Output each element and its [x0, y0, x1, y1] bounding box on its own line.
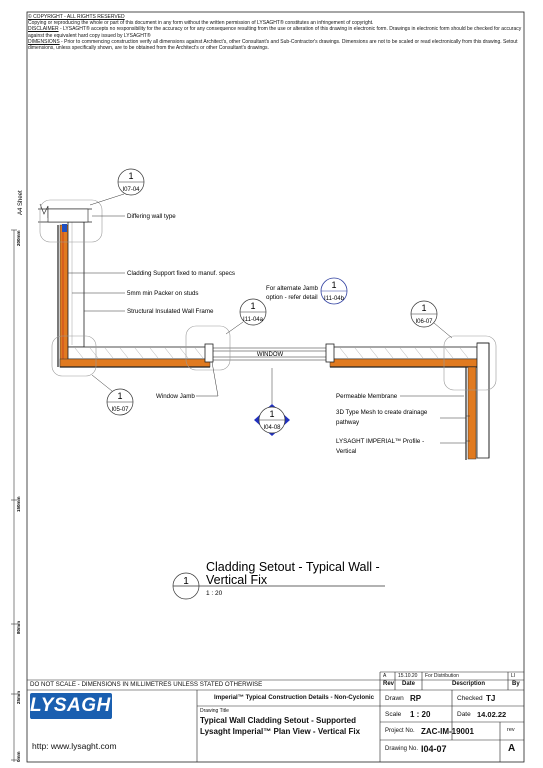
label-packer: 5mm min Packer on studs [127, 290, 199, 297]
callout-ref: I05-07 [111, 407, 129, 413]
notes-block: © COPYRIGHT - ALL RIGHTS RESERVED Copyin… [28, 14, 528, 51]
disclaimer-heading: DISCLAIMER [28, 26, 59, 33]
series-title: Imperial™ Typical Construction Details -… [214, 694, 375, 701]
logo-underline [31, 715, 111, 719]
callout-ref: I06-07 [415, 319, 433, 325]
wall-left [38, 203, 92, 368]
callout-i05-07: 1 I05-07 [91, 374, 134, 416]
label-window-jamb: Window Jamb [156, 393, 195, 400]
label-mesh-2: pathway [336, 419, 360, 426]
checked-label: Checked [457, 695, 483, 702]
callout-ref: I04-08 [263, 425, 281, 431]
callout-i06-07: 1 I06-07 [410, 300, 453, 339]
project-value: ZAC-IM-19001 [421, 727, 474, 736]
callout-num: 1 [269, 409, 274, 419]
date-label: Date [457, 711, 471, 718]
rev-header-by: By [512, 681, 520, 687]
sheet-label: A4 Sheet [18, 190, 24, 215]
dimensions-heading: DIMENSIONS [28, 38, 60, 45]
ruler-80: 80mm [16, 621, 21, 634]
wall-right [465, 342, 490, 460]
wall-horizontal [59, 346, 481, 368]
drawing-title-line2: Lysaght Imperial™ Plan View - Vertical F… [200, 727, 361, 736]
detail-title-line1: Cladding Setout - Typical Wall - [206, 560, 380, 574]
callout-num: 1 [331, 280, 336, 290]
drawing-title-line1: Typical Wall Cladding Setout - Supported [200, 716, 356, 725]
rev-row-desc: For Distribution [425, 673, 459, 679]
window-opening: WINDOW [204, 343, 335, 363]
callout-i07-04: 1 I07-04 [89, 168, 145, 206]
rev-row-rev: A [383, 673, 387, 679]
drawn-value: RP [410, 694, 422, 703]
ruler-25: 25mm [16, 691, 21, 704]
callout-ref: I11-04b [324, 296, 345, 302]
sheet-border [26, 11, 525, 763]
window-label: WINDOW [257, 352, 284, 358]
label-alt-jamb-2: option - refer detail [266, 294, 318, 301]
label-profile-2: Vertical [336, 448, 356, 455]
scale-value: 1 : 20 [410, 710, 431, 719]
callout-num: 1 [128, 171, 133, 181]
project-label: Project No. [385, 728, 415, 734]
drawn-label: Drawn [385, 695, 404, 702]
callout-num: 1 [421, 303, 426, 313]
detail-title-num: 1 [183, 576, 189, 587]
drawing-no-label: Drawing No. [385, 746, 419, 752]
callout-ref: I11-04a [243, 317, 264, 323]
rev-header-rev: Rev [383, 681, 395, 687]
disclaimer-text: - LYSAGHT® accepts no responsibility for… [28, 26, 522, 39]
rev-header-desc: Description [452, 681, 486, 687]
drawing-title-label: Drawing Title [200, 708, 229, 714]
label-cladding-support: Cladding Support fixed to manuf. specs [127, 270, 235, 277]
lysaght-logo: LYSAGHT [30, 693, 122, 719]
callout-i11-04a: 1 I11-04a [225, 298, 267, 335]
detail-title: 1 Cladding Setout - Typical Wall - Verti… [172, 560, 385, 600]
leader-lines [68, 215, 470, 444]
ruler-200: 200mm [16, 230, 21, 246]
rev-value: A [508, 743, 516, 754]
title-block-frame [27, 671, 524, 762]
label-permeable: Permeable Membrane [336, 393, 398, 400]
callout-ref: I07-04 [122, 187, 140, 193]
annotation-labels: Differing wall type Cladding Support fix… [127, 213, 428, 455]
copyright-text: Copying or reproducing the whole or part… [28, 20, 374, 27]
scale-label: Scale [385, 711, 402, 718]
dimensions-text: - Prior to commencing construction verif… [28, 38, 518, 52]
do-not-scale-note: DO NOT SCALE - DIMENSIONS IN MILLIMETRES… [30, 681, 263, 688]
label-siwf: Structural Insulated Wall Frame [127, 308, 214, 315]
detail-title-line2: Vertical Fix [206, 573, 268, 587]
callout-num: 1 [250, 301, 255, 311]
label-profile-1: LYSAGHT IMPERIAL™ Profile - [336, 438, 424, 445]
callout-i11-04b: 1 I11-04b [320, 277, 348, 305]
website-link[interactable]: http: www.lysaght.com [32, 741, 117, 751]
ruler-150: 150mm [16, 496, 21, 512]
detail-regions [39, 199, 497, 391]
date-value: 14.02.22 [477, 710, 507, 719]
side-ruler: A4 Sheet 200mm 150mm 80mm 25mm 0mm [11, 190, 24, 762]
label-mesh-1: 3D Type Mesh to create drainage [336, 409, 428, 416]
detail-title-scale: 1 : 20 [206, 590, 223, 597]
drawing-no-value: I04-07 [421, 744, 447, 754]
label-differing-wall: Differing wall type [127, 213, 176, 220]
label-alt-jamb-1: For alternate Jamb [266, 285, 318, 292]
rev-row-date: 15.10.20 [398, 673, 418, 679]
ruler-0: 0mm [16, 751, 21, 762]
callout-num: 1 [117, 391, 122, 401]
callout-i04-08: 1 I04-08 [254, 368, 290, 436]
rev-label: rev [507, 727, 515, 733]
rev-header-date: Date [402, 681, 416, 687]
rev-row-by: LI [511, 673, 516, 679]
copyright-heading: © COPYRIGHT - ALL RIGHTS RESERVED [28, 14, 125, 20]
checked-value: TJ [486, 694, 496, 703]
